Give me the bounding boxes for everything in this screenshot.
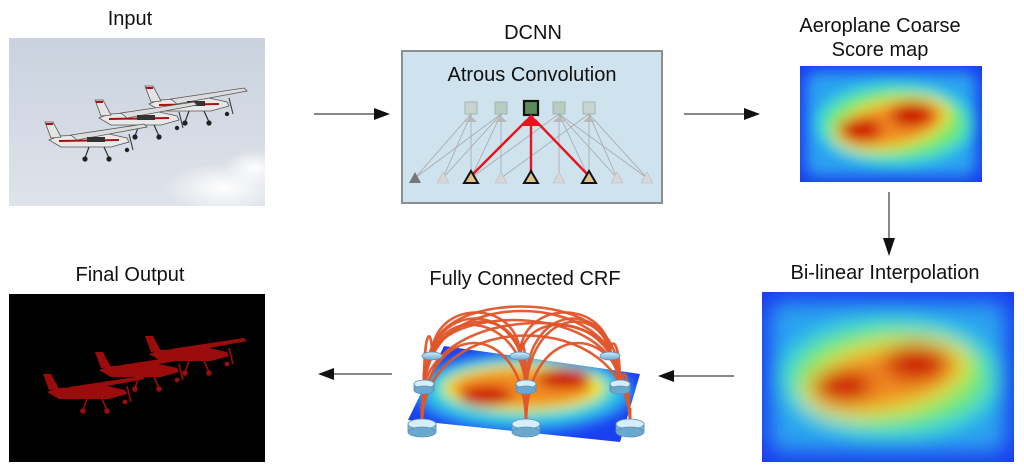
crf-label: Fully Connected CRF: [429, 268, 621, 290]
arrow-input-to-dcnn: [314, 106, 392, 122]
atrous-convolution-title: Atrous Convolution: [447, 64, 617, 86]
dcnn-label: DCNN: [504, 22, 562, 44]
interp-label: Bi-linear Interpolation: [790, 262, 980, 284]
input-label: Input: [107, 8, 153, 30]
scoremap-label-line1: Aeroplane Coarse: [799, 15, 961, 37]
scoremap-label: Aeroplane Coarse Score map: [780, 14, 980, 62]
crf-diagram: [404, 296, 652, 444]
input-image: [9, 38, 265, 206]
arrow-interp-to-crf: [656, 368, 736, 384]
scoremap-label-line2: Score map: [831, 39, 929, 61]
dcnn-box: Atrous Convolution: [401, 50, 663, 204]
interpolated-score-map: [762, 292, 1014, 462]
arrow-scoremap-to-interp: [881, 192, 897, 258]
final-output-image: [9, 294, 265, 462]
arrow-dcnn-to-scoremap: [684, 106, 762, 122]
coarse-score-map: [800, 66, 982, 182]
atrous-convolution-diagram: [409, 99, 654, 184]
arrow-crf-to-output: [316, 366, 394, 382]
output-label: Final Output: [75, 264, 185, 286]
